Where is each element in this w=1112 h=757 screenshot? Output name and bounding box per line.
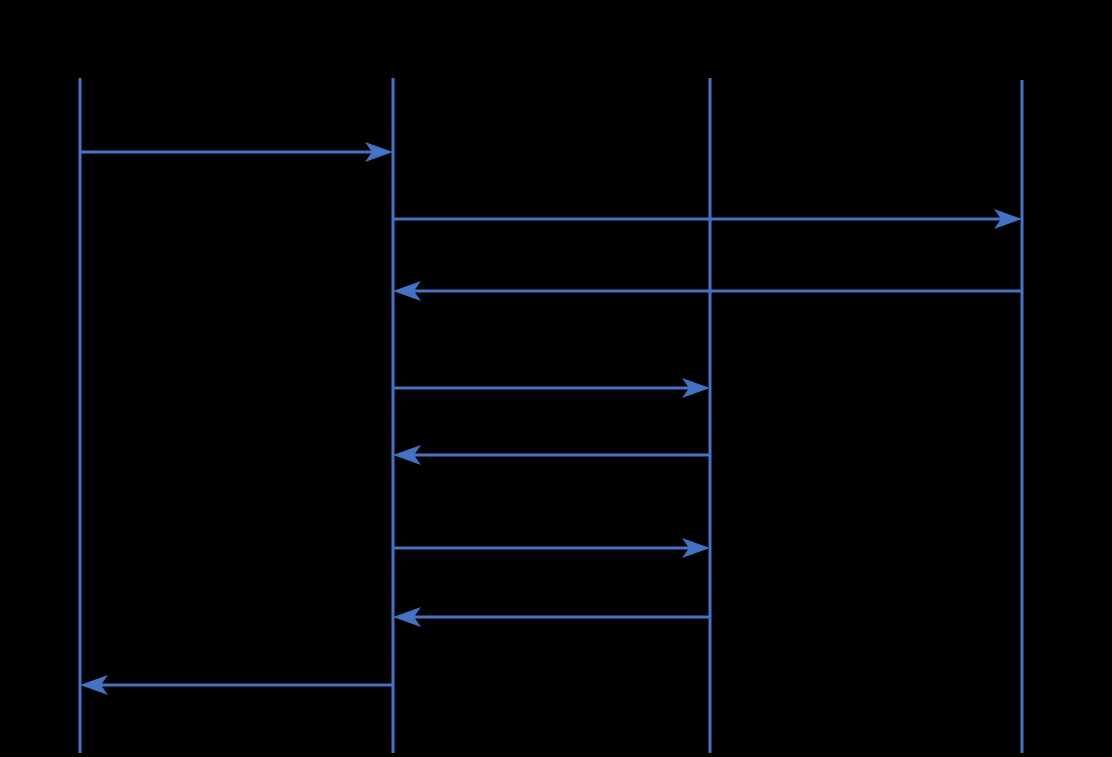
message-6-arrowhead-icon <box>682 538 710 558</box>
message-7-arrowhead-icon <box>393 607 421 627</box>
message-3-arrowhead-icon <box>393 281 421 301</box>
message-4-arrowhead-icon <box>682 378 710 398</box>
message-8-arrowhead-icon <box>80 675 108 695</box>
message-1-arrowhead-icon <box>365 142 393 162</box>
message-2-arrowhead-icon <box>994 209 1022 229</box>
message-5-arrowhead-icon <box>393 445 421 465</box>
